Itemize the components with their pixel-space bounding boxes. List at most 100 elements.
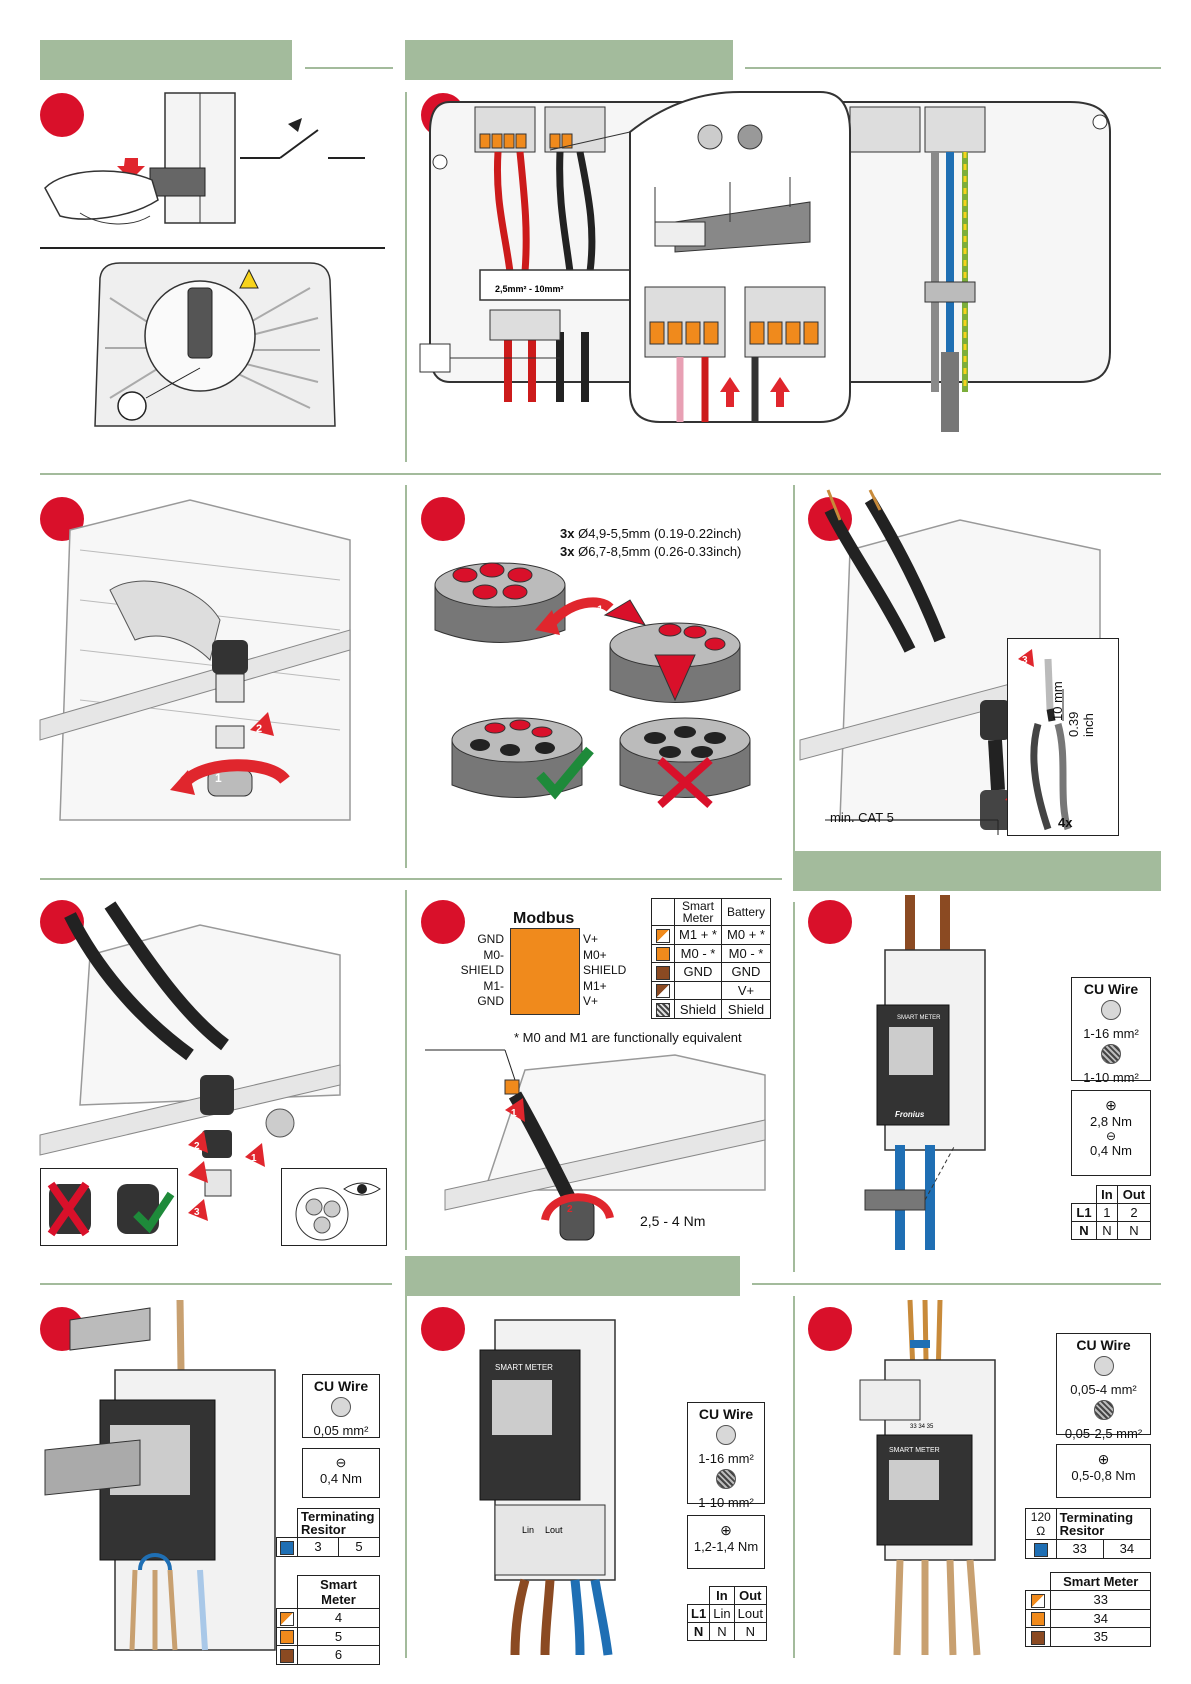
meter-a-illustration: SMART METER Fronius xyxy=(864,895,986,1250)
col-header: In xyxy=(709,1586,735,1605)
wire-solid-icon xyxy=(1101,1000,1121,1020)
table-cell: 5 xyxy=(297,1626,380,1647)
table-cell: 3 xyxy=(297,1537,339,1557)
inverter-disconnect-illustration xyxy=(94,262,336,427)
cable-type-label: min. CAT 5 xyxy=(830,810,894,825)
arrow-label: 3 xyxy=(1022,655,1028,666)
grommet-count: 3x xyxy=(560,544,575,559)
step-dot-j xyxy=(421,1307,465,1351)
wire-solid-icon xyxy=(716,1425,736,1445)
col-header: In xyxy=(1095,1185,1118,1204)
section-header-1 xyxy=(40,40,292,80)
meter-c-torque-box: ⊕ 1,2-1,4 Nm xyxy=(687,1515,765,1569)
pin-label: GND xyxy=(477,932,504,946)
col-header: Out xyxy=(733,1586,768,1605)
table-cell: 34 xyxy=(1050,1608,1151,1629)
arrow-label: 3 xyxy=(194,1207,200,1218)
rule-row4b xyxy=(752,1283,1161,1285)
inverter-terminal-illustration: 2,5mm² - 10mm² xyxy=(419,91,1111,432)
terminal-numbers: 33 34 35 xyxy=(910,1424,934,1430)
pin-label: SHIELD xyxy=(583,963,627,977)
meter-d-smartmeter-table: Smart Meter 33 34 35 xyxy=(1024,1572,1151,1647)
arrow-label: 1 xyxy=(215,771,222,785)
arrow-label: 2 xyxy=(256,723,262,735)
table-cell: N xyxy=(1095,1221,1118,1240)
pin-label: M0+ xyxy=(583,947,607,962)
quantity-label: 4x xyxy=(1058,815,1073,830)
table-cell: V+ xyxy=(721,980,771,1001)
swatch-cell xyxy=(276,1608,298,1628)
pin-label: GND xyxy=(477,994,504,1008)
arrow-label: 1 xyxy=(251,1153,257,1164)
strip-length-mm: 10 mm xyxy=(1050,681,1065,721)
arrow-label: 1 xyxy=(597,604,603,616)
swatch-cell xyxy=(651,999,675,1019)
phillips-icon: ⊕ xyxy=(1097,1451,1110,1467)
brand-logo: Fronius xyxy=(895,1110,925,1119)
empty-cell xyxy=(1072,1186,1097,1204)
table-cell: GND xyxy=(721,962,771,982)
swatch-cell xyxy=(1024,1608,1052,1629)
cu-solid: 0,05 mm² xyxy=(313,1423,369,1438)
table-cell: Lin xyxy=(709,1604,735,1623)
meter-b-cu-box: CU Wire 0,05 mm² xyxy=(302,1374,380,1438)
wire-stranded-icon xyxy=(1101,1044,1121,1064)
meter-d-torque-box: ⊕ 0,5-0,8 Nm xyxy=(1056,1444,1151,1498)
vrule-r2a xyxy=(405,485,407,868)
table-cell: N xyxy=(1116,1221,1152,1240)
step-dot-d xyxy=(421,497,465,541)
table-cell: M0 - * xyxy=(721,943,771,964)
cu-stranded: 0,05-2,5 mm² xyxy=(1064,1426,1143,1441)
rule-2 xyxy=(745,67,1161,69)
modbus-title: Modbus xyxy=(513,910,575,927)
torque-slotted: 0,4 Nm xyxy=(320,1471,362,1486)
row-header: N xyxy=(1071,1221,1097,1240)
strip-length-inch: 0.39 inch xyxy=(1066,711,1096,737)
vrule-r3a xyxy=(405,890,407,1250)
modbus-right-pins: V+ M0+ SHIELD M1+ V+ xyxy=(583,932,653,1010)
table-cell xyxy=(674,980,722,1001)
wire-solid-icon xyxy=(331,1397,351,1417)
seal-check-box xyxy=(40,1168,178,1246)
row-header: N xyxy=(686,1622,711,1641)
table-cell: 2 xyxy=(1116,1203,1152,1222)
vrule-r4b xyxy=(793,1296,795,1658)
grommet-insert-illustration: 1 xyxy=(434,562,751,808)
col-header: Out xyxy=(1116,1185,1152,1204)
phillips-icon: ⊕ xyxy=(720,1522,732,1538)
cu-solid: 0,05-4 mm² xyxy=(1070,1382,1137,1397)
device-label: SMART METER xyxy=(897,1015,941,1021)
modbus-connect-illustration: 1 2 xyxy=(425,1049,766,1241)
arrow-label: 2 xyxy=(194,1141,200,1152)
step-dot-g xyxy=(421,900,465,944)
vrule-r4a xyxy=(405,1296,407,1658)
grommet-correct xyxy=(451,717,594,800)
swatch-cell xyxy=(651,925,675,945)
wire-stranded-icon xyxy=(716,1469,736,1489)
col-header: Battery xyxy=(721,898,771,926)
swatch-cell xyxy=(1024,1590,1052,1610)
swatch-cell xyxy=(276,1645,298,1665)
pin-label: V+ xyxy=(583,994,599,1008)
meter-b-smartmeter-table: Smart Meter 4 5 6 xyxy=(276,1575,380,1665)
torque-slotted: 0,4 Nm xyxy=(1090,1143,1132,1158)
wire-stranded-icon xyxy=(1093,1400,1114,1420)
cu-title: CU Wire xyxy=(313,1378,369,1394)
vrule-r2b xyxy=(793,485,795,868)
grommet-count: 3x xyxy=(560,526,575,541)
rule-1 xyxy=(305,67,393,69)
table-cell: 4 xyxy=(297,1608,380,1628)
cu-title: CU Wire xyxy=(698,1406,754,1422)
col-header: Terminating Resitor xyxy=(297,1508,380,1538)
table-cell: Shield xyxy=(674,999,722,1019)
table-cell: M1 + * xyxy=(674,925,722,945)
section-header-2 xyxy=(405,40,733,80)
cu-stranded: 1-10 mm² xyxy=(698,1495,754,1510)
pin-label: M1+ xyxy=(583,978,607,993)
breaker-illustration xyxy=(44,92,365,225)
col-header: Smart Meter xyxy=(297,1575,380,1609)
table-cell: Lout xyxy=(733,1604,768,1623)
modbus-footnote: * M0 and M1 are functionally equivalent xyxy=(514,1030,742,1045)
